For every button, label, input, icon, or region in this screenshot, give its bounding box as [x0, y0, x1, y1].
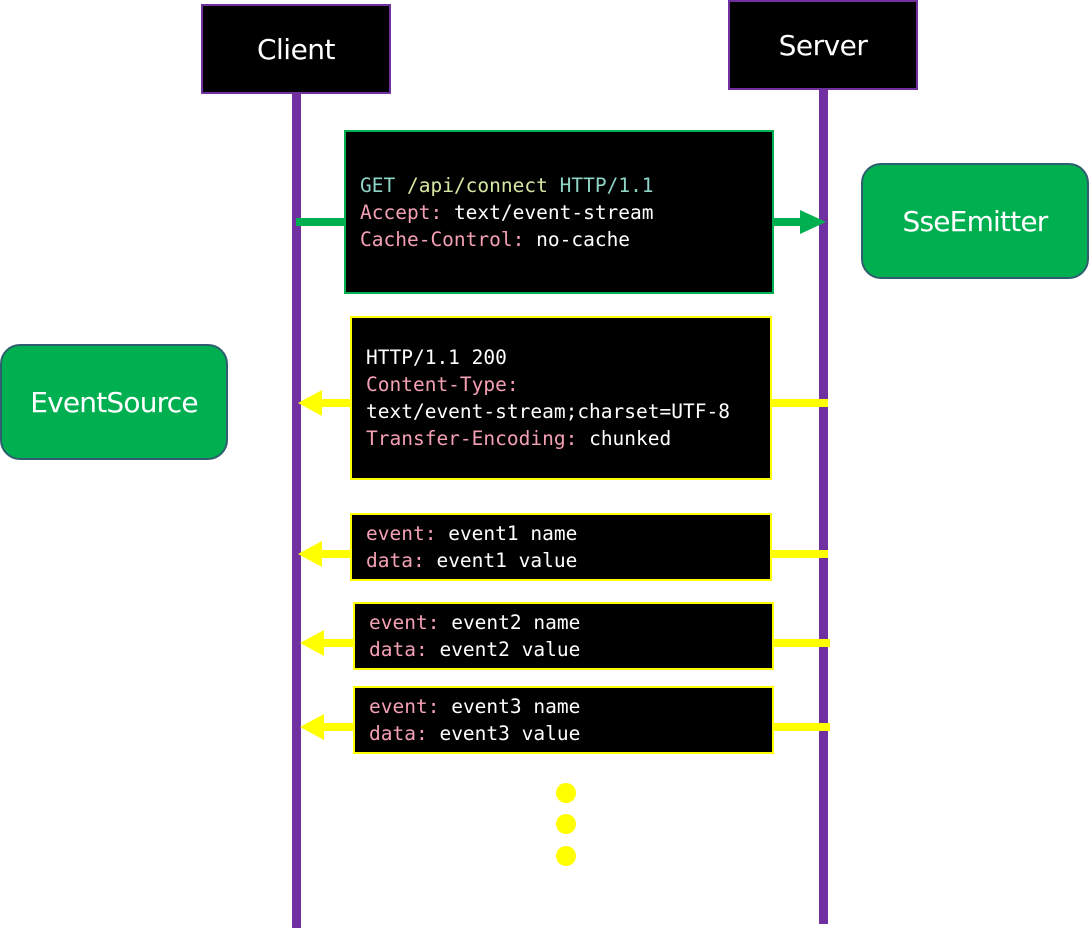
- event-line: event: event1 name: [366, 520, 770, 547]
- client-actor-label: Client: [256, 32, 336, 66]
- event-key: event:: [369, 611, 440, 634]
- event-line: event: event3 name: [369, 693, 772, 720]
- event-key: event:: [366, 522, 437, 545]
- request-header-cache-control: Cache-Control: no-cache: [360, 226, 772, 253]
- data-line: data: event1 value: [366, 547, 770, 574]
- response-status-line: HTTP/1.1 200: [366, 346, 507, 369]
- client-actor: Client: [201, 4, 391, 94]
- header-key: Cache-Control:: [360, 227, 525, 251]
- response-transfer-encoding: Transfer-Encoding: chunked: [366, 425, 770, 452]
- event-line: event: event2 name: [369, 609, 772, 636]
- header-value: text/event-stream: [453, 200, 654, 224]
- data-line: data: event3 value: [369, 720, 772, 747]
- request-header-accept: Accept: text/event-stream: [360, 199, 772, 226]
- event-value: event2 name: [451, 611, 581, 634]
- event-value: event1 name: [448, 522, 578, 545]
- event2-message: event: event2 name data: event2 value: [353, 602, 774, 670]
- data-key: data:: [366, 549, 425, 572]
- event-source-label: EventSource: [30, 385, 198, 419]
- header-key: Transfer-Encoding:: [366, 427, 578, 450]
- server-lifeline: [819, 88, 828, 924]
- sse-emitter-label: SseEmitter: [902, 204, 1048, 238]
- event-value: event3 name: [451, 695, 581, 718]
- response-content-type-key: Content-Type:: [366, 373, 519, 396]
- event-source-component: EventSource: [0, 344, 228, 460]
- header-key: Accept:: [360, 200, 443, 224]
- sse-emitter-component: SseEmitter: [861, 163, 1089, 279]
- data-key: data:: [369, 722, 428, 745]
- server-actor: Server: [728, 0, 918, 90]
- event1-message: event: event1 name data: event1 value: [350, 513, 772, 581]
- request-line: GET /api/connect HTTP/1.1: [360, 172, 772, 199]
- data-value: event2 value: [439, 638, 581, 661]
- request-protocol: HTTP/1.1: [559, 173, 654, 197]
- response-content-type-value: text/event-stream;charset=UTF-8: [366, 400, 730, 423]
- data-line: data: event2 value: [369, 636, 772, 663]
- request-path: /api/connect: [406, 173, 548, 197]
- data-value: event1 value: [436, 549, 578, 572]
- data-value: event3 value: [439, 722, 581, 745]
- client-lifeline: [292, 92, 301, 928]
- event-key: event:: [369, 695, 440, 718]
- header-value: chunked: [589, 427, 672, 450]
- continuation-dots: [556, 783, 576, 866]
- response-message: HTTP/1.1 200 Content-Type: text/event-st…: [350, 316, 772, 480]
- header-value: no-cache: [536, 227, 631, 251]
- request-method: GET: [360, 173, 396, 197]
- event3-message: event: event3 name data: event3 value: [353, 686, 774, 754]
- request-message: GET /api/connect HTTP/1.1 Accept: text/e…: [344, 130, 774, 294]
- server-actor-label: Server: [778, 28, 868, 62]
- data-key: data:: [369, 638, 428, 661]
